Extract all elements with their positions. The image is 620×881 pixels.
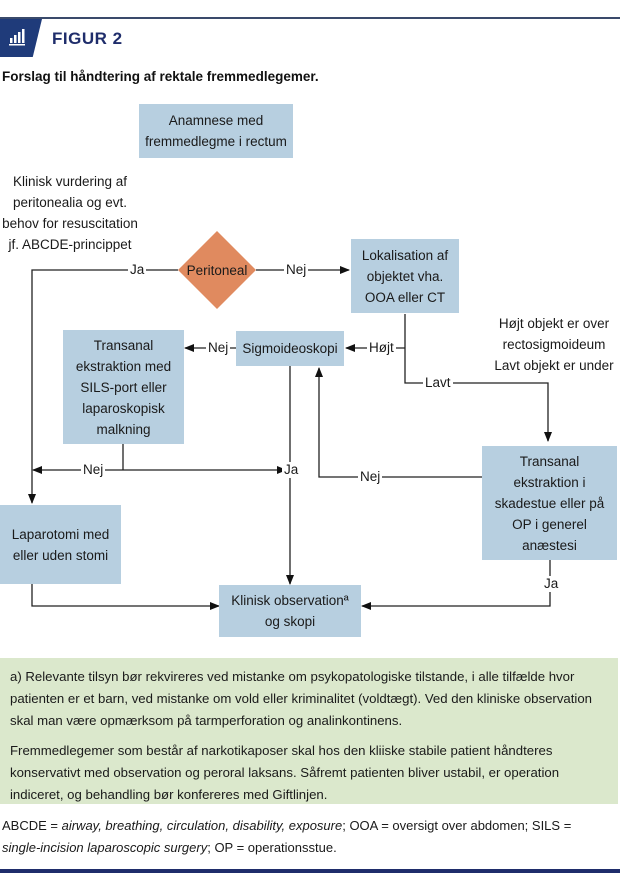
label-hojt: Højt	[367, 340, 396, 356]
label-sils-ja: Ja	[282, 462, 301, 478]
label-lavt: Lavt	[423, 375, 453, 391]
label-peritoneal-nej: Nej	[284, 262, 309, 278]
abbr-sils-value: single-incision laparoscopic surgery	[2, 840, 208, 855]
note-klinisk-vurdering: Klinisk vurdering af peritonealia og evt…	[2, 174, 138, 252]
abbr-abcde-value: airway, breathing, circulation, disabili…	[61, 818, 343, 833]
bar-chart-icon	[9, 29, 25, 46]
abbr-op: ; OP = operationsstue.	[207, 840, 337, 855]
node-peritoneal: Peritoneal	[186, 263, 248, 278]
footnote-para-2: Fremmedlegemer som består af narkotikapo…	[10, 743, 560, 802]
edge-skadestue-ja	[361, 560, 551, 610]
edge-skadestue-nej	[315, 367, 483, 478]
footnote-box: a) Relevante tilsyn bør rekvireres ved m…	[0, 658, 618, 804]
node-anamnese: Anamnese med fremmedlegme i rectum	[139, 104, 293, 158]
node-klinisk-observation: Klinisk observationª og skopi	[219, 585, 361, 637]
abbreviations: ABCDE = airway, breathing, circulation, …	[2, 815, 612, 859]
bottom-rule	[0, 869, 620, 873]
top-rule	[0, 17, 620, 19]
node-transanal-skadestue: Transanal ekstraktion i skadestue eller …	[482, 446, 617, 560]
footnote-para-1: a) Relevante tilsyn bør rekvireres ved m…	[10, 669, 593, 728]
abbr-ooa: ; OOA = oversigt over abdomen; SILS =	[342, 818, 572, 833]
node-lokalisation: Lokalisation af objektet vha. OOA eller …	[351, 239, 459, 313]
decision-diamond	[178, 231, 256, 309]
node-transanal-sils: Transanal ekstraktion med SILS-port elle…	[63, 330, 184, 444]
note-hojt-lavt: Højt objekt er over rectosigmoideum Lavt…	[494, 316, 614, 373]
label-sils-nej: Nej	[81, 462, 106, 478]
label-skadestue-nej: Nej	[358, 469, 383, 485]
label-skadestue-ja: Ja	[542, 576, 561, 592]
node-sigmoideoskopi: Sigmoideoskopi	[236, 331, 344, 366]
edge-laparotomi	[31, 584, 220, 610]
abbr-abcde-key: ABCDE =	[2, 818, 62, 833]
label-sigmo-nej: Nej	[206, 340, 231, 356]
label-peritoneal-ja: Ja	[128, 262, 147, 278]
node-laparotomi: Laparotomi med eller uden stomi	[0, 505, 121, 584]
figure-subtitle: Forslag til håndtering af rektale fremme…	[2, 69, 319, 84]
figure-label: FIGUR 2	[52, 29, 123, 48]
